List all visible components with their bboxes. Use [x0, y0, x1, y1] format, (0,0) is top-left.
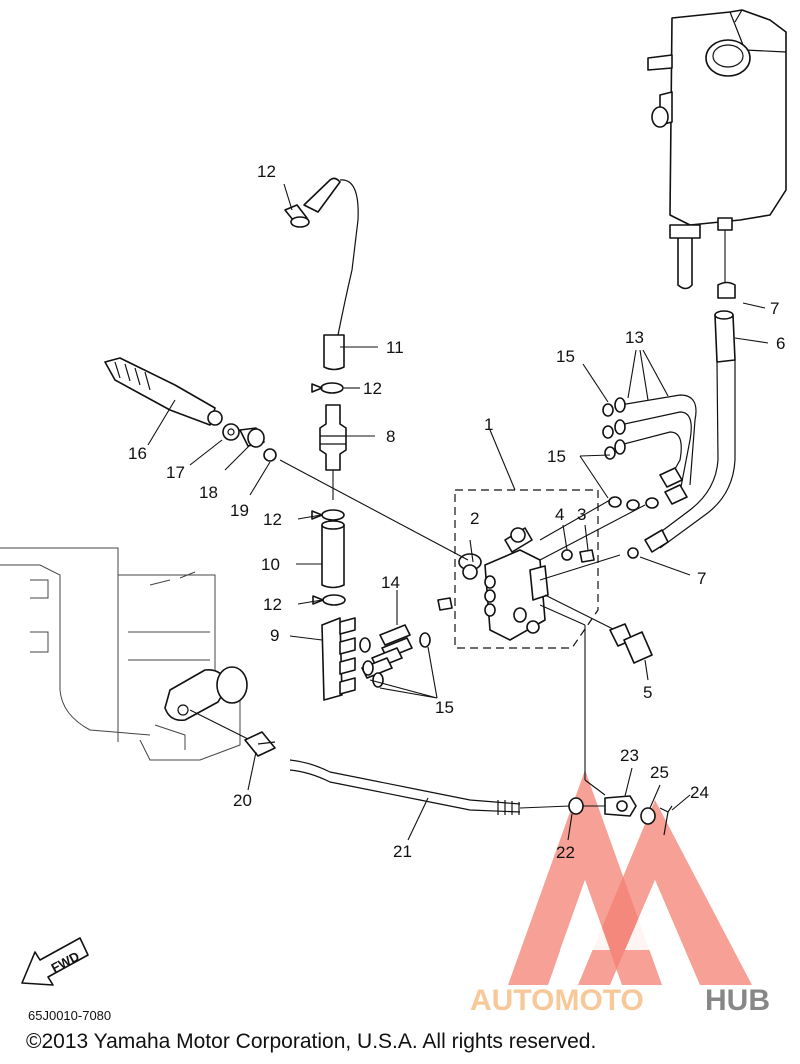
delivery-hoses: [602, 394, 697, 511]
hose-clamps: [311, 382, 346, 606]
copyright-notice: ©2013 Yamaha Motor Corporation, U.S.A. A…: [26, 1030, 597, 1053]
callout-17: 17: [166, 463, 185, 482]
callout-18: 18: [199, 483, 218, 502]
callout-1: 1: [484, 415, 493, 434]
distributor: [321, 617, 356, 701]
leader-lines: [147, 183, 769, 841]
connection-lines: [189, 459, 646, 796]
callout-20: 20: [233, 791, 252, 810]
callout-12-c: 12: [263, 510, 282, 529]
callout-24: 24: [690, 783, 709, 802]
watermark-text: AUTOMOTO HUB: [470, 984, 770, 1017]
short-hose: [321, 470, 345, 589]
callout-10: 10: [261, 555, 280, 574]
callout-15-mid: 15: [547, 447, 566, 466]
callout-23: 23: [620, 746, 639, 765]
fwd-arrow-icon: FWD: [21, 937, 89, 986]
watermark-logo: [508, 770, 752, 985]
banjo-bolt: [609, 623, 653, 664]
callout-12-b: 12: [363, 379, 382, 398]
watermark-part1: AUTOMOTO: [470, 984, 644, 1017]
short-hoses: [359, 624, 431, 688]
callout-22: 22: [556, 843, 575, 862]
callout-5: 5: [643, 683, 652, 702]
callout-9: 9: [270, 626, 279, 645]
joint-fitting: [319, 404, 347, 471]
drive-gear-parts: [104, 357, 478, 580]
callout-11: 11: [386, 338, 404, 357]
callout-3: 3: [577, 505, 586, 524]
callout-19: 19: [230, 501, 249, 520]
callout-12-d: 12: [263, 595, 282, 614]
engine-block-outline: [0, 547, 248, 761]
callout-13: 13: [625, 328, 644, 347]
callout-25: 25: [650, 763, 669, 782]
callout-2: 2: [470, 509, 479, 528]
callout-16: 16: [128, 444, 147, 463]
watermark-part2: HUB: [705, 984, 770, 1017]
callout-7-top: 7: [770, 299, 779, 318]
diagram-code: 65J0010-7080: [28, 1008, 112, 1023]
callout-15-top: 15: [556, 347, 575, 366]
callout-21: 21: [393, 842, 412, 861]
control-cable: [244, 731, 673, 836]
oil-tank: [647, 9, 787, 290]
callout-12-top: 12: [257, 162, 276, 181]
callout-6: 6: [776, 334, 785, 353]
vent-hose: [284, 177, 359, 371]
callout-4: 4: [555, 505, 564, 524]
callout-labels: 1 2 3 4 5 6 7 7 8 9 10 11 12 12 12 12 13…: [128, 162, 785, 862]
callout-7-bottom: 7: [697, 569, 706, 588]
callout-14: 14: [381, 573, 400, 592]
callout-8: 8: [386, 427, 395, 446]
callout-15-bottom: 15: [435, 698, 454, 717]
tank-hose: [627, 281, 736, 559]
oil-pump-assembly: [437, 489, 599, 649]
